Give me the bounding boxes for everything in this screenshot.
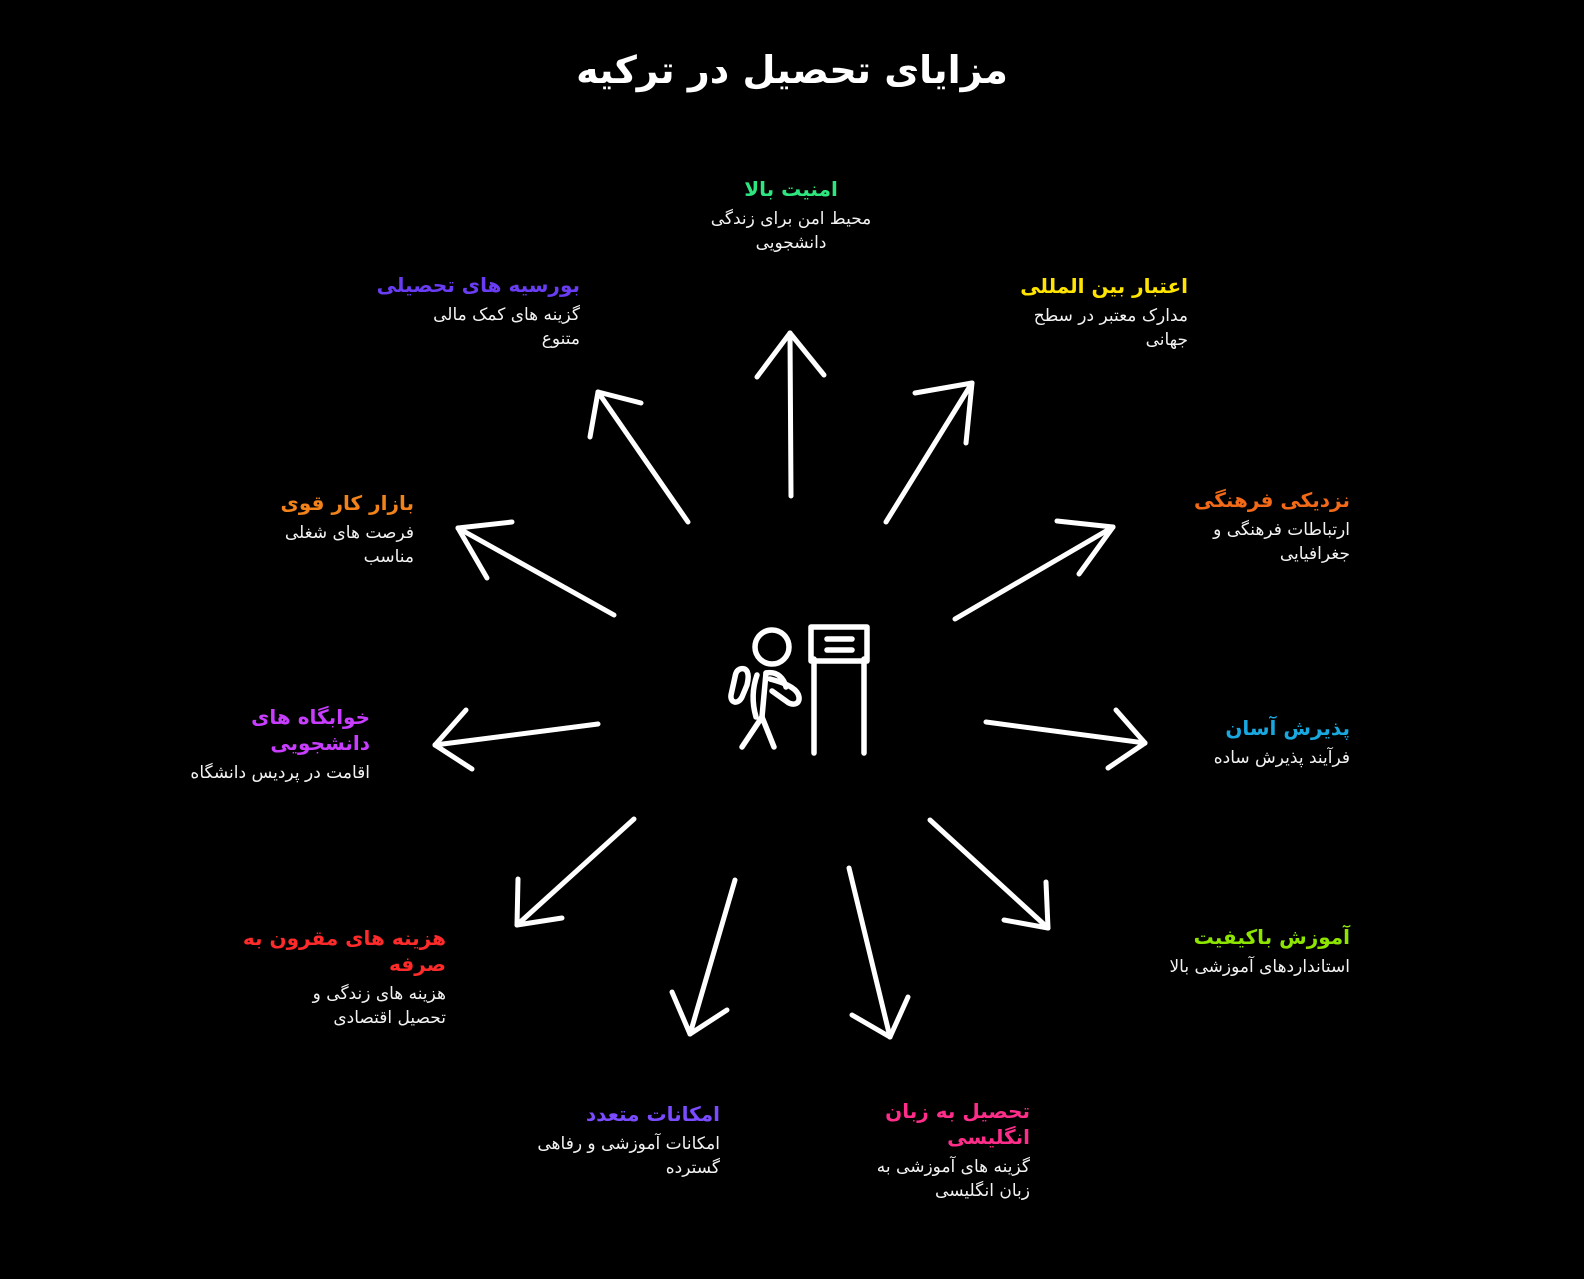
- spoke-title: بورسیه های تحصیلی: [376, 273, 580, 297]
- spoke-title: آموزش باکیفیت: [1193, 925, 1350, 949]
- spoke-title: اعتبار بین المللی: [1020, 274, 1188, 298]
- spoke-item-nazdiki-farhangi[interactable]: نزدیکی فرهنگی ارتباطات فرهنگی و جغرافیای…: [1160, 487, 1350, 566]
- spoke-description: امکانات آموزشی و رفاهی گسترده: [537, 1134, 720, 1179]
- arrow-down-right: [846, 865, 911, 1040]
- spoke-title: تحصیل به زبان انگلیسی: [885, 1099, 1030, 1149]
- spoke-description: هزینه های زندگی و تحصیل اقتصادی: [312, 984, 446, 1029]
- arrow-right-lower: [927, 817, 1051, 931]
- spoke-item-emkanat-motaaded[interactable]: امکانات متعدد امکانات آموزشی و رفاهی گست…: [470, 1101, 720, 1180]
- spoke-description: مدارک معتبر در سطح جهانی: [1033, 306, 1188, 351]
- spoke-item-etebar-beynolmelali[interactable]: اعتبار بین المللی مدارک معتبر در سطح جها…: [988, 273, 1188, 352]
- spoke-item-amoozesh-bakeyfiat[interactable]: آموزش باکیفیت استانداردهای آموزشی بالا: [1118, 924, 1350, 979]
- spoke-description: گزینه های کمک مالی متنوع: [433, 305, 580, 350]
- spoke-item-boorsiye-haye-tahsili[interactable]: بورسیه های تحصیلی گزینه های کمک مالی متن…: [358, 272, 580, 351]
- spoke-description: استانداردهای آموزشی بالا: [1169, 957, 1350, 977]
- spoke-item-bazar-kar-ghavi[interactable]: بازار کار قوی فرصت های شغلی مناسب: [222, 490, 414, 569]
- spoke-title: پذیرش آسان: [1225, 716, 1350, 740]
- spoke-description: اقامت در پردیس دانشگاه: [190, 763, 370, 783]
- arrow-down-left: [669, 877, 738, 1037]
- spoke-title: امکانات متعدد: [585, 1102, 720, 1126]
- spoke-item-tahsil-be-zaban-engelisi[interactable]: تحصیل به زبان انگلیسی گزینه های آموزشی ب…: [852, 1098, 1030, 1203]
- arrow-left: [432, 707, 601, 772]
- arrow-up-right: [883, 380, 975, 525]
- spoke-title: نزدیکی فرهنگی: [1194, 488, 1350, 512]
- spoke-description: محیط امن برای زندگی دانشجویی: [710, 209, 872, 254]
- spoke-title: خوابگاه های دانشجویی: [251, 705, 370, 755]
- spoke-description: فرصت های شغلی مناسب: [284, 523, 414, 568]
- page-title: مزایای تحصیل در ترکیه: [576, 48, 1008, 93]
- arrow-left-lower: [514, 816, 637, 928]
- walking-person-with-signboard-icon: [728, 624, 870, 756]
- spoke-item-paziresh-asan[interactable]: پذیرش آسان فرآیند پذیرش ساده: [1160, 715, 1350, 770]
- spoke-item-amniat-bala[interactable]: امنیت بالا محیط امن برای زندگی دانشجویی: [676, 176, 906, 255]
- spoke-description: ارتباطات فرهنگی و جغرافیایی: [1213, 520, 1350, 565]
- spoke-title: هزینه های مقرون به صرفه: [242, 926, 446, 976]
- arrow-right-upper: [952, 518, 1116, 622]
- spoke-item-hazine-haye-maghroon-be-sarfe[interactable]: هزینه های مقرون به صرفه هزینه های زندگی …: [228, 925, 446, 1030]
- arrow-up: [754, 330, 827, 499]
- arrow-left-upper: [455, 519, 617, 618]
- arrow-up-left: [587, 389, 691, 525]
- spoke-title: بازار کار قوی: [280, 491, 414, 515]
- spoke-item-khabgah-haye-daneshjooyi[interactable]: خوابگاه های دانشجویی اقامت در پردیس دانش…: [130, 704, 370, 785]
- arrow-right: [983, 707, 1148, 771]
- spoke-description: گزینه های آموزشی به زبان انگلیسی: [876, 1157, 1030, 1202]
- spoke-description: فرآیند پذیرش ساده: [1213, 748, 1350, 768]
- spoke-title: امنیت بالا: [744, 177, 838, 201]
